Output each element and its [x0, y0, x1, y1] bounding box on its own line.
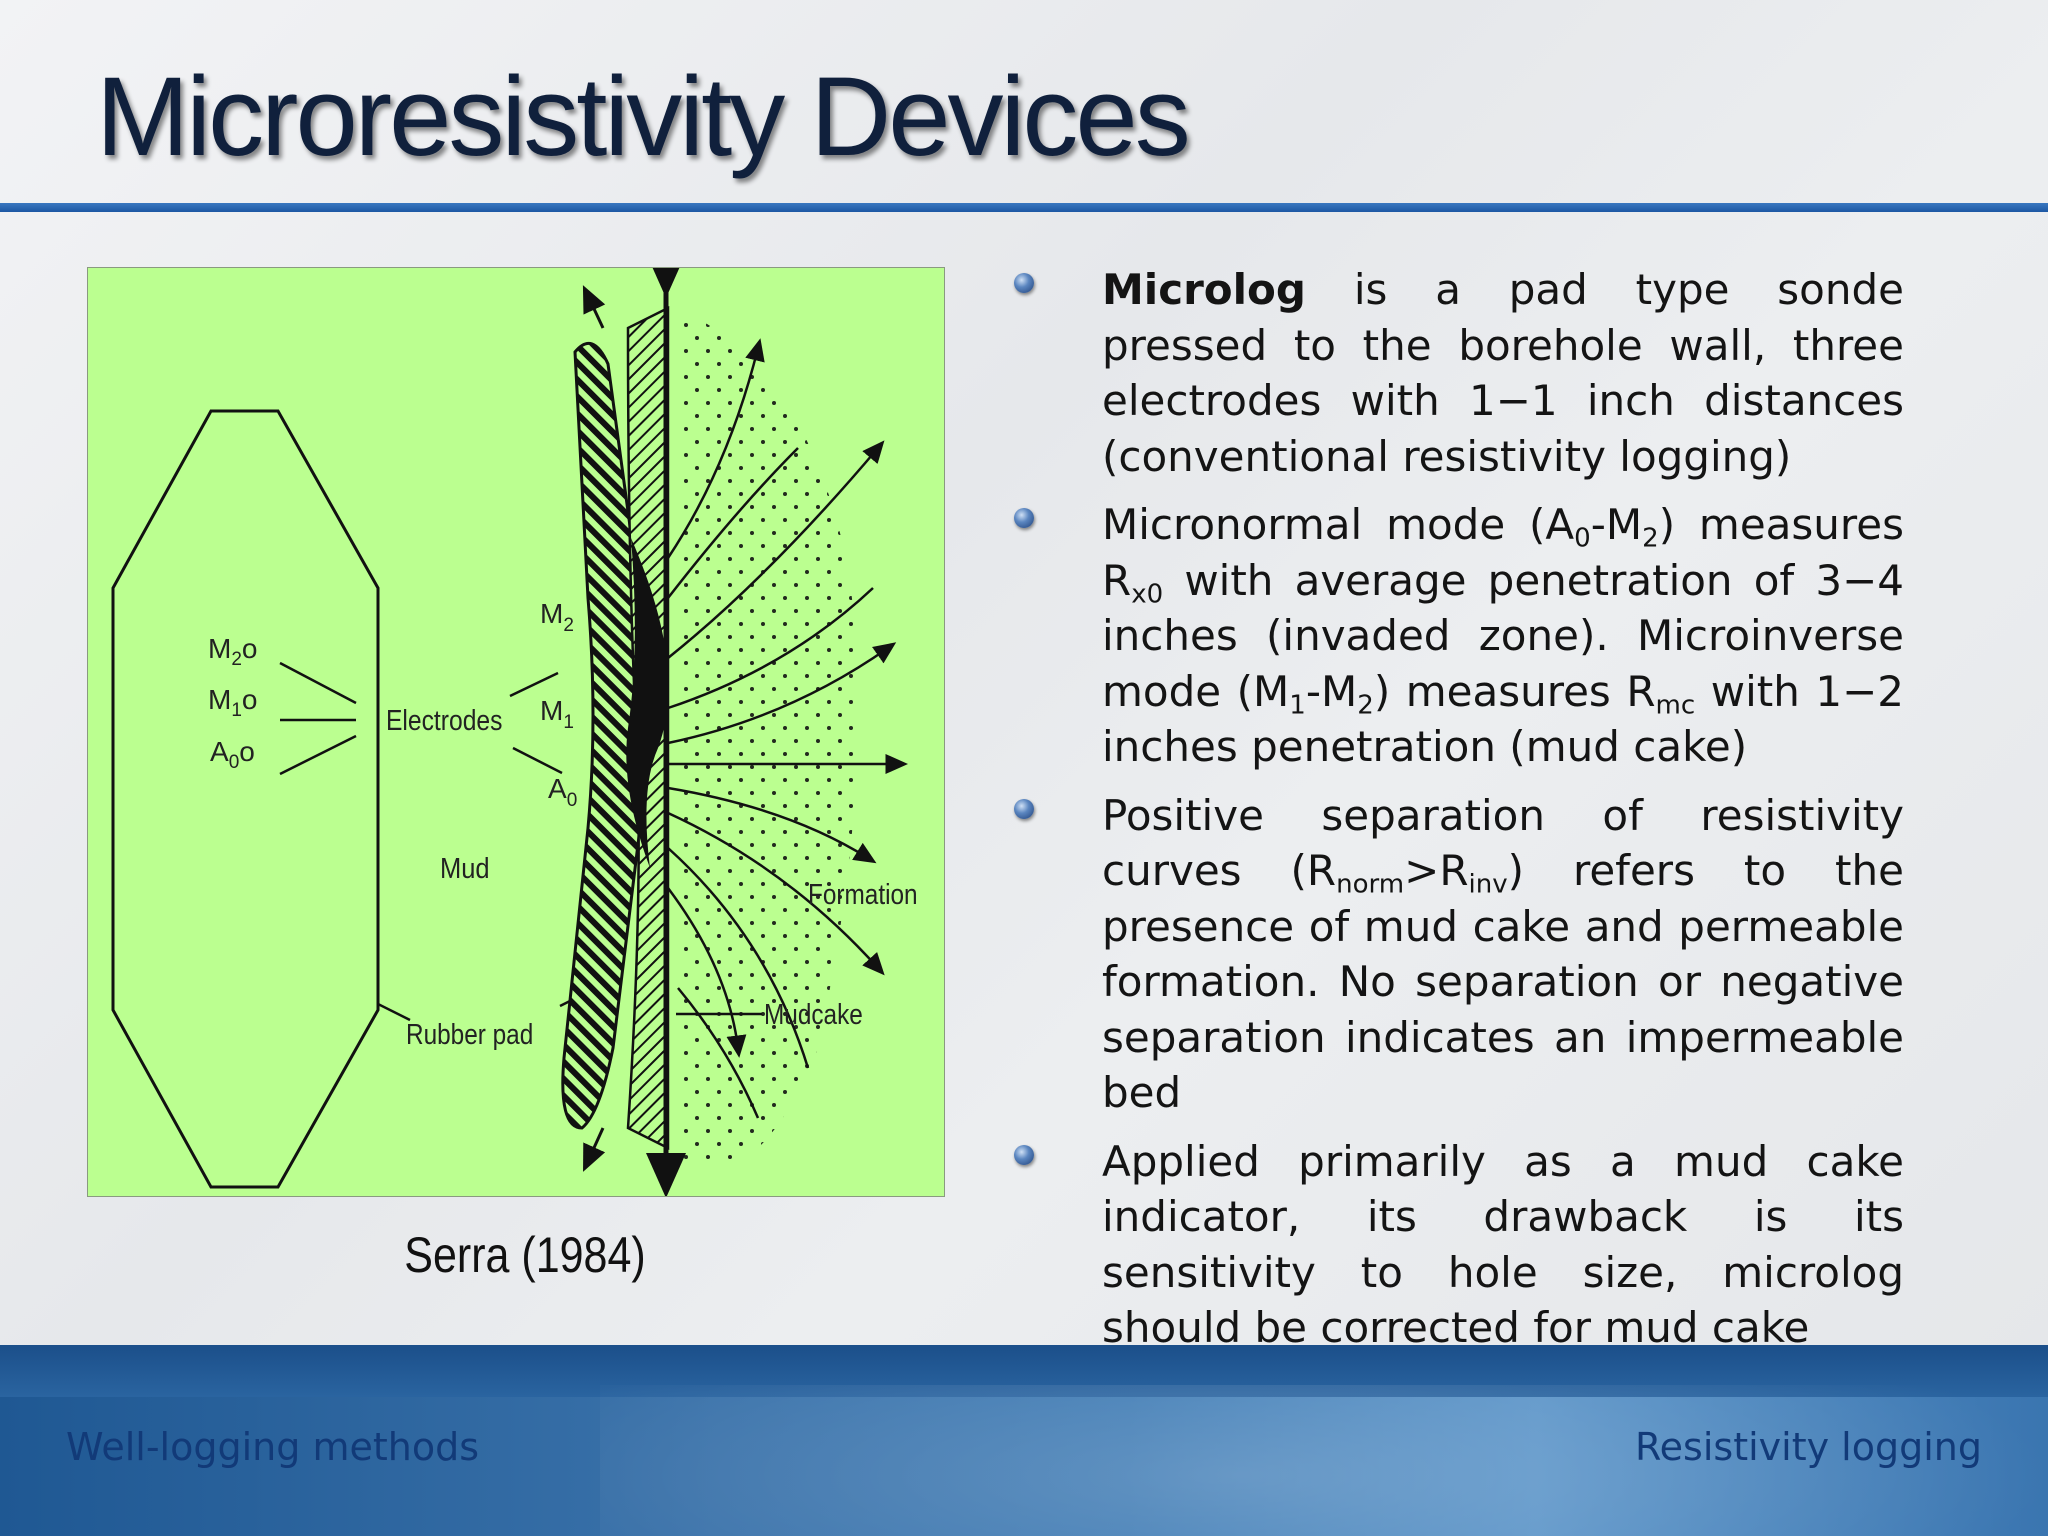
m2-electrode-label: M2o: [208, 633, 257, 670]
mudcake-label: Mudcake: [764, 998, 863, 1030]
rubber-pad-label: Rubber pad: [406, 1018, 533, 1050]
pad-m1-label: M1: [540, 695, 574, 733]
bullet-separation: Positive separation of resistivity curve…: [1014, 788, 1904, 1121]
footer-band: [0, 1345, 2048, 1536]
current-lines: [666, 338, 908, 1119]
bullet-icon: [1014, 508, 1034, 528]
bullet-icon: [1014, 798, 1034, 819]
a0-electrode-label: A0o: [210, 736, 255, 773]
microlog-diagram: M2o M1o A0o Electrodes M2 M1 A0 Mud Rubb…: [87, 267, 945, 1197]
bullet-list: Microlog is a pad type sonde pressed to …: [1014, 262, 1904, 1369]
footer-topic: Resistivity logging: [1634, 1425, 1982, 1469]
sonde-body: [111, 409, 380, 1189]
mud-label: Mud: [440, 851, 490, 884]
bullet-icon: [1014, 273, 1034, 293]
microlog-term: Microlog: [1102, 265, 1306, 314]
title-underline: [0, 203, 2048, 212]
bullet-microlog: Microlog is a pad type sonde pressed to …: [1014, 262, 1904, 484]
m1-electrode-label: M1o: [208, 684, 257, 721]
bullet-modes: Micronormal mode (A0-M2) measures Rx0 wi…: [1014, 497, 1904, 775]
slide-title: Microresistivity Devices: [96, 54, 1191, 179]
bullet-text: is a pad type sonde pressed to the boreh…: [1102, 265, 1904, 481]
bullet-application: Applied primarily as a mud cake indicato…: [1014, 1134, 1904, 1356]
electrodes-label: Electrodes: [386, 704, 502, 736]
figure-caption: Serra (1984): [404, 1227, 646, 1283]
bullet-text: Applied primarily as a mud cake indicato…: [1102, 1136, 1904, 1353]
pad-a0-label: A0: [548, 773, 577, 811]
bullet-icon: [1014, 1144, 1034, 1165]
pad-m2-label: M2: [540, 598, 574, 636]
formation-label: Formation: [808, 878, 918, 910]
footer-course-title: Well-logging methods: [66, 1425, 479, 1469]
